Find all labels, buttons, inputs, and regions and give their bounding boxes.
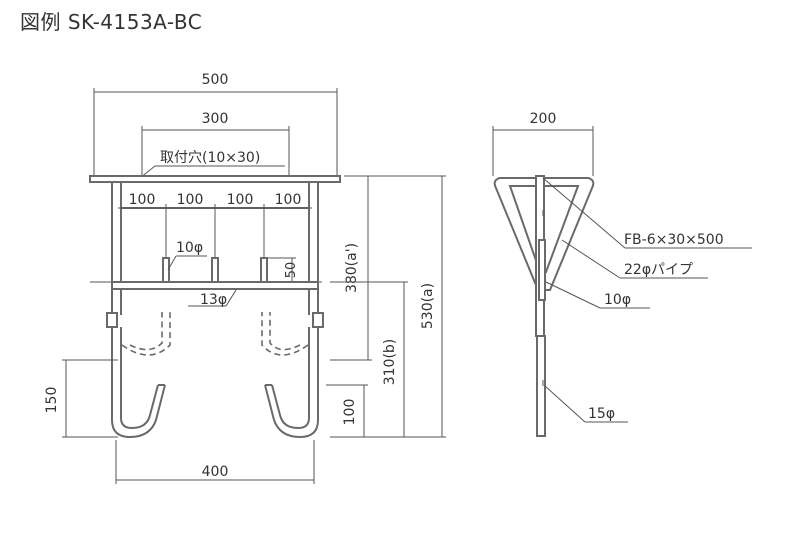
dimension-small: 50 bbox=[268, 257, 299, 282]
dim-depth-label: 200 bbox=[530, 111, 557, 127]
dimension-height-a: 530(a) bbox=[344, 175, 446, 437]
pipe-callout: 22φパイプ bbox=[561, 239, 708, 279]
dimension-depth: 200 bbox=[492, 111, 594, 176]
dim-spacing-4-label: 100 bbox=[275, 192, 302, 208]
dim-spacing-2-label: 100 bbox=[177, 192, 204, 208]
mount-hole-label: 取付穴(10×30) bbox=[160, 150, 260, 166]
dimension-height-b: 310(b) bbox=[330, 281, 408, 437]
mount-hole-callout: 取付穴(10×30) bbox=[139, 150, 285, 179]
top-flat-bar bbox=[89, 175, 341, 183]
dimension-total-width: 500 bbox=[93, 72, 338, 176]
side-rod-label: 10φ bbox=[604, 292, 631, 308]
page-title: 図例 SK-4153A-BC bbox=[20, 10, 203, 34]
dim-total-width-label: 500 bbox=[202, 72, 229, 88]
dim-hook-spacing-label: 400 bbox=[202, 464, 229, 480]
hidden-hook-right bbox=[261, 312, 309, 356]
dim-height-a-prime-label: 380(a') bbox=[344, 243, 360, 293]
flat-bar-callout: FB-6×30×500 bbox=[542, 177, 752, 249]
rod-label: 10φ bbox=[176, 240, 203, 256]
dim-height-a-label: 530(a) bbox=[420, 283, 436, 329]
dimension-hook-bottom: 100 bbox=[326, 384, 446, 438]
pipe-label: 22φパイプ bbox=[624, 262, 693, 278]
dimension-hook-spacing: 400 bbox=[115, 440, 315, 484]
dim-height-b-label: 310(b) bbox=[382, 339, 398, 386]
hidden-hook-left bbox=[121, 312, 171, 356]
crossbar bbox=[90, 281, 322, 290]
crossbar-label: 13φ bbox=[200, 292, 227, 308]
dim-hook-height-label: 150 bbox=[44, 387, 60, 414]
side-vertical-bar bbox=[535, 175, 546, 437]
dim-mount-spacing-label: 300 bbox=[202, 111, 229, 127]
dim-spacing-1-label: 100 bbox=[129, 192, 156, 208]
dimension-height-a-prime: 380(a') bbox=[330, 175, 372, 361]
dimension-rod-spacing: 100 100 100 100 bbox=[118, 192, 312, 260]
vertical-rods bbox=[162, 257, 268, 283]
dim-spacing-3-label: 100 bbox=[227, 192, 254, 208]
dimension-hook-height: 150 bbox=[44, 359, 118, 438]
left-frame-pipe bbox=[106, 182, 166, 439]
right-frame-pipe bbox=[264, 182, 324, 439]
flat-bar-label: FB-6×30×500 bbox=[624, 232, 724, 248]
dimension-mount-spacing: 300 bbox=[141, 111, 290, 176]
side-rod-callout: 10φ bbox=[545, 281, 650, 309]
dim-hook-bottom-label: 100 bbox=[342, 399, 358, 426]
dim-small-label: 50 bbox=[284, 262, 299, 279]
hook-rod-callout: 15φ bbox=[544, 385, 628, 423]
hook-rod-label: 15φ bbox=[588, 406, 615, 422]
